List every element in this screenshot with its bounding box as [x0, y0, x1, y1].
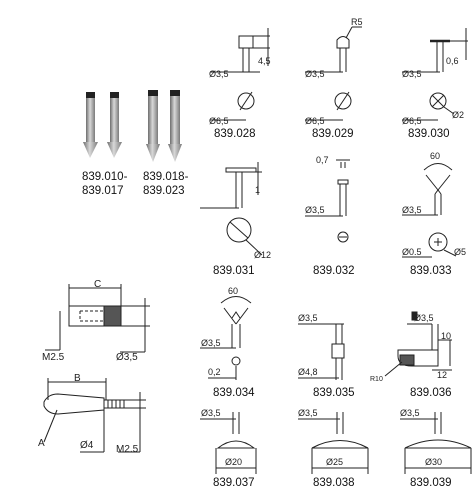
dim-12: 12	[437, 370, 447, 380]
code-839-033: 839.033	[410, 265, 452, 277]
dim-10: 10	[441, 331, 451, 341]
dim-d3-5-034: Ø3,5	[201, 338, 221, 348]
drawing-839-032	[305, 159, 350, 243]
drawing-extension-c	[45, 284, 150, 353]
drawing-839-035	[298, 323, 345, 380]
code-839-039: 839.039	[410, 477, 452, 489]
dim-d3-5-037: Ø3,5	[201, 408, 221, 418]
dim-0-2: 0,2	[208, 367, 221, 377]
drawing-839-029	[305, 26, 362, 121]
dim-angle-60-034: 60	[228, 286, 238, 296]
dim-d2: Ø2	[452, 110, 464, 120]
dim-d0-5: Ø0.5	[402, 247, 422, 257]
drawing-probe-ab	[43, 378, 146, 453]
dim-d6-5-028: Ø6,5	[209, 116, 229, 126]
dim-d20: Ø20	[225, 457, 242, 467]
dim-b: B	[74, 373, 81, 384]
drawing-839-030	[402, 28, 468, 121]
dim-r10: R10	[370, 376, 383, 383]
photo-caption-2: 839.018- 839.023	[143, 170, 188, 198]
drawing-839-028	[210, 28, 270, 121]
dim-d3-5-029: Ø3,5	[305, 69, 325, 79]
drawing-839-038	[298, 412, 369, 474]
dim-d4-8: Ø4,8	[298, 367, 318, 377]
code-839-035: 839.035	[313, 387, 355, 399]
drawing-839-036	[384, 311, 452, 377]
code-839-031: 839.031	[213, 265, 255, 277]
dim-d3-5-ext: Ø3,5	[116, 352, 138, 363]
code-839-030: 839.030	[408, 128, 450, 140]
code-839-032: 839.032	[313, 265, 355, 277]
dim-0-6: 0,6	[446, 56, 459, 66]
dim-d3-5-036: Ø3,5	[414, 313, 434, 323]
dim-angle-60-033: 60	[430, 151, 440, 161]
photo-caption-1-line2: 839.017	[82, 185, 124, 197]
code-839-036: 839.036	[410, 387, 452, 399]
drawing-839-034	[200, 296, 252, 380]
dim-d3-5-028: Ø3,5	[209, 69, 229, 79]
probe-photo-drawing	[83, 90, 182, 162]
code-839-038: 839.038	[313, 477, 355, 489]
photo-caption-1-line1: 839.010-	[82, 171, 128, 183]
dim-d3-5-035: Ø3,5	[298, 313, 318, 323]
dim-d30: Ø30	[425, 457, 442, 467]
dim-d4: Ø4	[80, 440, 94, 451]
photo-caption-2-line2: 839.023	[143, 185, 185, 197]
dim-d12: Ø12	[254, 250, 271, 260]
dim-d3-5-033: Ø3,5	[402, 205, 422, 215]
dim-d6-5-030: Ø6,5	[402, 116, 422, 126]
drawing-839-037	[200, 412, 257, 474]
code-839-034: 839.034	[213, 387, 255, 399]
drawing-839-031	[200, 162, 263, 256]
probe-photo	[78, 88, 190, 166]
code-839-037: 839.037	[213, 477, 255, 489]
dim-d3-5-038: Ø3,5	[298, 408, 318, 418]
code-839-029: 839.029	[312, 128, 354, 140]
dim-d6-5-029: Ø6,5	[305, 116, 325, 126]
dim-c: C	[94, 279, 101, 290]
drawing-839-039	[400, 412, 472, 474]
code-839-028: 839.028	[214, 128, 256, 140]
dim-r5: R5	[351, 17, 363, 27]
drawing-839-033	[402, 163, 457, 258]
dim-a: A	[38, 438, 45, 449]
dim-d3-5-039: Ø3,5	[400, 408, 420, 418]
dim-1-031: 1	[255, 185, 260, 195]
dim-m2-5-top: M2.5	[42, 352, 65, 363]
photo-caption-1: 839.010- 839.017	[82, 170, 127, 198]
dim-d5: Ø5	[454, 247, 466, 257]
dim-0-7: 0,7	[316, 155, 329, 165]
dim-4-5: 4,5	[258, 56, 271, 66]
dim-d25: Ø25	[326, 457, 343, 467]
photo-caption-2-line1: 839.018-	[143, 171, 189, 183]
dim-m2-5-bottom: M2.5	[116, 444, 139, 455]
dim-d3-5-030: Ø3,5	[402, 69, 422, 79]
dim-d3-5-032: Ø3,5	[305, 205, 325, 215]
